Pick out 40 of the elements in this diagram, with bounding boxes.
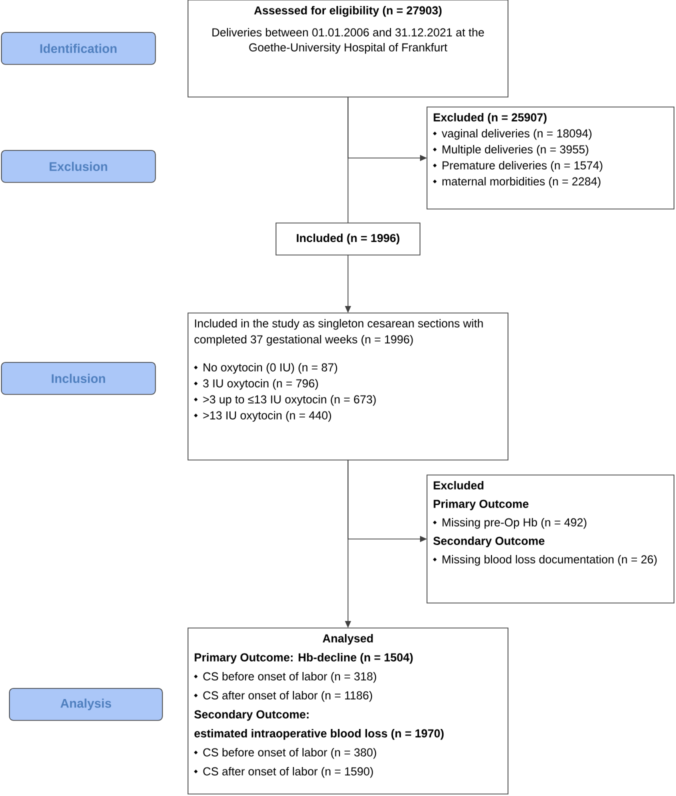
phase-box <box>1 362 156 395</box>
heading: Primary Outcome: Hb-decline (n = 1504) <box>194 653 413 664</box>
flow-box <box>426 474 674 604</box>
flow-box <box>426 106 674 210</box>
phase-label: Analysis <box>60 698 112 710</box>
heading: Secondary Outcome: <box>194 710 309 721</box>
list-item: vaginal deliveries (n = 18094) <box>442 129 592 140</box>
flow-box <box>276 222 420 256</box>
list-item: Missing blood loss documentation (n = 26) <box>442 555 657 566</box>
heading: Excluded <box>434 481 484 490</box>
heading: Included (n = 1996) <box>296 234 400 244</box>
list-item: >13 IU oxytocin (n = 440) <box>203 411 332 422</box>
heading: Excluded (n = 25907) <box>434 113 546 124</box>
list-item: CS before onset of labor (n = 318) <box>203 672 376 683</box>
list-item: CS after onset of labor (n = 1590) <box>203 767 373 778</box>
phase-box <box>9 688 163 721</box>
list-item: No oxytocin (0 IU) (n = 87) <box>204 363 338 374</box>
list-item: 3 IU oxytocin (n = 796) <box>203 379 318 390</box>
list-item: >3 up to ≤13 IU oxytocin (n = 673) <box>203 395 376 406</box>
flow-box <box>188 628 508 794</box>
body-text: Deliveries between 01.01.2006 and 31.12.2021 at the Goethe-University Hospital of Frankfurt <box>212 28 484 54</box>
flow-box <box>188 312 508 460</box>
heading: estimated intraoperative blood loss (n = 1970) <box>194 729 444 740</box>
heading: Secondary Outcome <box>433 536 544 548</box>
list-item: CS after onset of labor (n = 1186) <box>203 691 372 702</box>
phase-label: Inclusion <box>52 374 106 383</box>
phase-box <box>1 150 156 183</box>
heading: Assessed for eligibility (n = 27903) <box>254 6 442 17</box>
heading: Analysed <box>322 634 373 645</box>
list-item: Premature deliveries (n = 1574) <box>442 161 602 172</box>
list-item: Missing pre-Op Hb (n = 492) <box>442 518 586 529</box>
body-text: Included in the study as singleton cesarean sections with completed 37 gestational weeks (n = 1996) <box>194 319 483 346</box>
phase-label: Exclusion <box>50 162 108 171</box>
heading: Primary Outcome <box>434 500 528 510</box>
list-item: maternal morbidities (n = 2284) <box>442 177 600 188</box>
phase-label: Identification <box>40 44 117 53</box>
flow-box <box>188 0 508 98</box>
list-item: Multiple deliveries (n = 3955) <box>442 145 588 156</box>
list-item: CS before onset of labor (n = 380) <box>203 748 376 759</box>
phase-box <box>1 32 156 65</box>
